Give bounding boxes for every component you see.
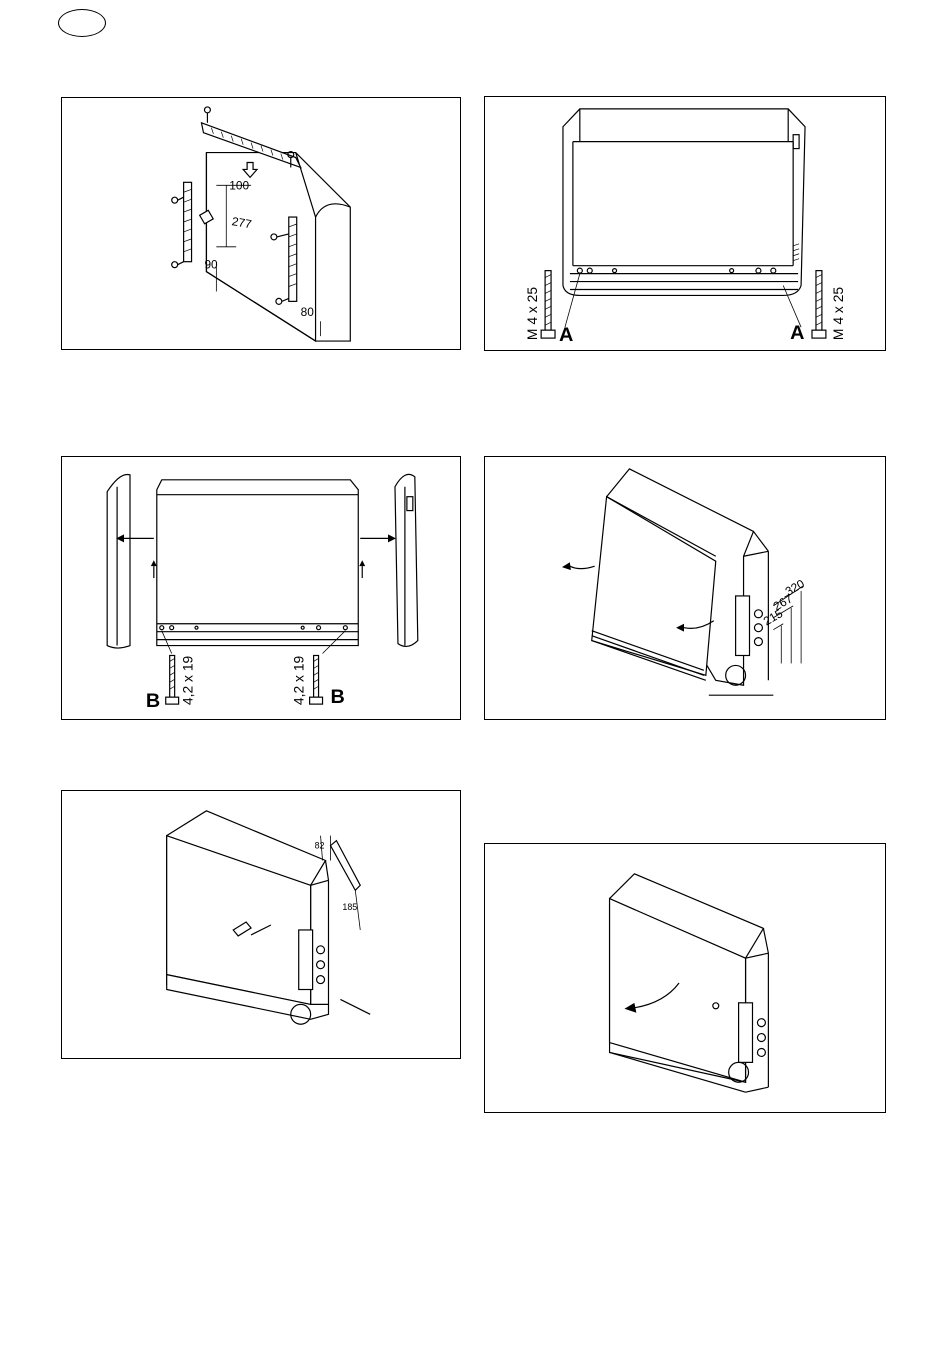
figure-1-wall-mounting: 100 277 90 80	[61, 97, 461, 350]
dim-82: 82	[315, 841, 325, 851]
figure-5-drawing: 82 185	[62, 791, 460, 1058]
screw-label-left: 4,2 x 19	[180, 655, 196, 705]
dim-80: 80	[301, 305, 315, 319]
label-a-left: A	[559, 324, 573, 346]
screw-label-right: 4,2 x 19	[291, 655, 307, 705]
figure-6-drawing	[485, 844, 885, 1112]
dim-90: 90	[204, 258, 218, 272]
figure-1-drawing: 100 277 90 80	[62, 98, 460, 349]
label-b-left: B	[146, 690, 160, 712]
screw-label-left: M 4 x 25	[524, 287, 540, 340]
figure-4-front-removal: 320 267 215	[484, 456, 886, 720]
screw-label-right: M 4 x 25	[830, 287, 846, 340]
figure-2-bottom-screws: M 4 x 25 M 4 x 25 A A	[484, 96, 886, 351]
figure-6-cable-routing	[484, 843, 886, 1113]
figure-2-drawing: M 4 x 25 M 4 x 25 A A	[485, 97, 885, 350]
figure-5-side-mounting: 82 185	[61, 790, 461, 1059]
label-a-right: A	[790, 322, 804, 344]
label-b-right: B	[330, 686, 344, 708]
dim-100: 100	[229, 178, 249, 192]
language-badge	[58, 9, 106, 37]
dim-185: 185	[342, 902, 357, 912]
figure-3-side-panels: 4,2 x 19 4,2 x 19 B B	[61, 456, 461, 720]
figure-3-drawing: 4,2 x 19 4,2 x 19 B B	[62, 457, 460, 719]
figure-4-drawing: 320 267 215	[485, 457, 885, 719]
